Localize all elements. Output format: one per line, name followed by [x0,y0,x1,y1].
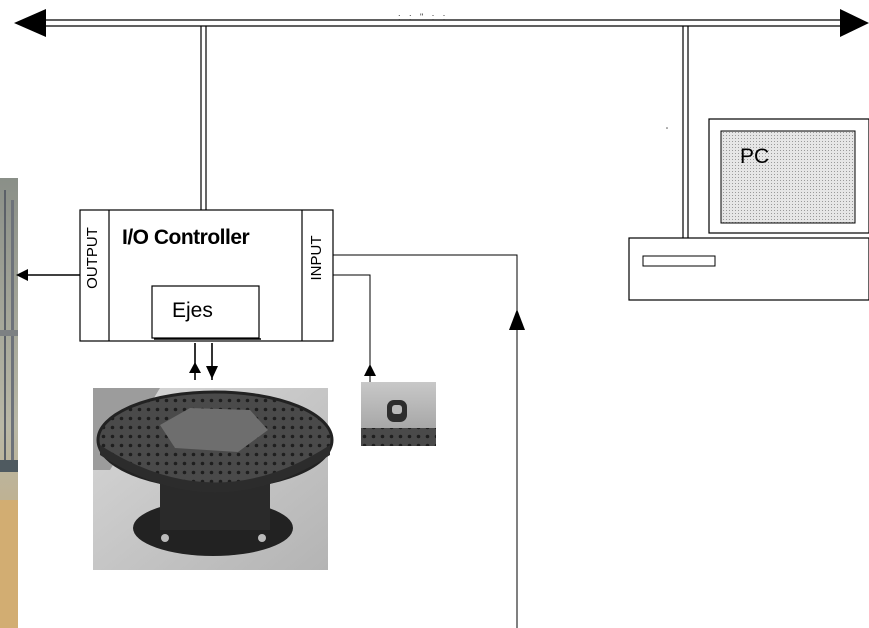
pc-drive-slot [642,255,716,267]
axes-box [151,285,260,339]
pc-base [628,237,869,301]
pc-bus-connection [682,26,689,238]
bus-mark: : : " : : [398,12,449,22]
pc-computer [628,118,869,301]
bus-right-arrowhead [840,9,869,37]
input-label: INPUT [308,235,325,281]
pc-screen [720,130,856,224]
output-arrow [16,269,80,281]
controller-bus-connection [200,26,207,210]
factory-photo [0,178,18,628]
pc-label: PC [740,145,770,168]
turntable-photo [93,388,334,570]
axes-arrows [189,343,218,380]
io-controller [79,209,334,342]
stray-dot [666,127,668,129]
input-main-connection [333,254,525,628]
output-label: OUTPUT [84,227,101,289]
bus-left-arrowhead [14,9,46,37]
sensor-photo [361,382,436,446]
axes-label: Ejes [172,299,213,322]
network-bus [14,9,869,37]
input-sensor-connection [333,274,376,382]
controller-title: I/O Controller [122,226,250,249]
